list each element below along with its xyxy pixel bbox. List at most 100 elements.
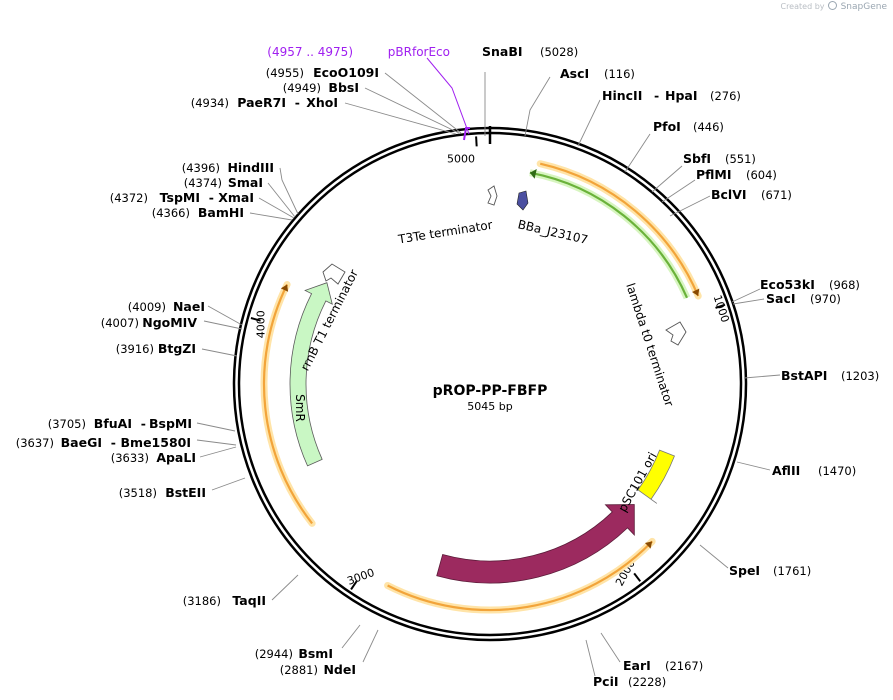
site-label-SacI[interactable]: SacI — [766, 291, 796, 306]
site-label-BspMI[interactable]: BspMI — [149, 416, 192, 431]
site-label-BaeGI[interactable]: BaeGI — [61, 435, 102, 450]
leader-EcoO109I — [384, 72, 462, 134]
leader-EarI — [600, 632, 621, 663]
site-label-Eco53kI[interactable]: Eco53kI — [760, 277, 815, 292]
site-pos-BamHI: (4366) — [152, 206, 190, 220]
site-label-NdeI[interactable]: NdeI — [323, 662, 356, 677]
leader-BtgZI — [201, 348, 238, 357]
site-pos-SbfI: (551) — [725, 152, 756, 166]
site-pos-BclVI: (671) — [761, 188, 792, 202]
site-label-PfoI[interactable]: PfoI — [653, 119, 681, 134]
site-pos-PfoI: (446) — [693, 120, 724, 134]
feature-label-SmR[interactable]: SmR — [293, 394, 307, 422]
primer-binding-mark — [463, 127, 470, 141]
tick-mark-3000 — [350, 580, 358, 590]
site-label-NgoMIV[interactable]: NgoMIV — [142, 315, 197, 330]
feature-BBa_J23107[interactable] — [516, 190, 529, 211]
site-label-HincII[interactable]: HincII — [602, 88, 642, 103]
site-label-SpeI[interactable]: SpeI — [729, 563, 760, 578]
site-pos-NdeI: (2881) — [280, 663, 318, 677]
site-label-Bme1580I[interactable]: Bme1580I — [121, 435, 191, 450]
site-pos-NgoMIV: (4007) — [101, 316, 139, 330]
site-label-BclVI[interactable]: BclVI — [711, 187, 747, 202]
orf-arrow[interactable] — [539, 162, 700, 297]
orf-arrows — [260, 160, 702, 614]
site-pos-SnaBI: (5028) — [540, 45, 578, 59]
site-label-XmaI[interactable]: XmaI — [218, 190, 254, 205]
tick-label-1000: 1000 — [711, 293, 732, 324]
site-label-PflMI[interactable]: PflMI — [696, 167, 732, 182]
primer-label[interactable]: pBRforEco — [388, 45, 450, 59]
leader-PaeR7I — [344, 102, 457, 135]
site-label-HindIII[interactable]: HindIII — [227, 160, 274, 175]
site-label-EcoO109I[interactable]: EcoO109I — [313, 65, 379, 80]
leader-BclVI — [669, 195, 711, 217]
site-pos-ApaLI: (3633) — [111, 451, 149, 465]
feature-rrnB-T1-terminator[interactable] — [322, 263, 346, 285]
site-pos-BstAPI: (1203) — [841, 369, 879, 383]
site-leader-lines — [196, 57, 781, 677]
leader-ApaLI — [199, 446, 237, 458]
created-by-text: Created by — [780, 2, 825, 11]
site-label-SmaI[interactable]: SmaI — [228, 175, 263, 190]
site-pos-HincII: (276) — [710, 89, 741, 103]
site-label-PciI[interactable]: PciI — [593, 674, 619, 689]
leader-SbfI — [651, 165, 683, 193]
site-sep-BaeGI: - — [111, 435, 116, 450]
site-label-XhoI[interactable]: XhoI — [306, 95, 338, 110]
feature-label-BBa_J23107[interactable]: BBa_J23107 — [516, 217, 589, 247]
site-label-TaqII[interactable]: TaqII — [232, 593, 266, 608]
plasmid-name: pROP-PP-FBFP — [433, 383, 548, 399]
site-label-SnaBI[interactable]: SnaBI — [482, 44, 523, 59]
site-label-TspMI[interactable]: TspMI — [160, 190, 200, 205]
site-labels: SnaBI (5028) AscI (116) HincII - HpaI (2… — [482, 44, 879, 689]
site-pos-SmaI: (4374) — [184, 176, 222, 190]
orf-arrow[interactable] — [387, 540, 653, 612]
orf-arrow[interactable] — [262, 284, 313, 525]
green-orf-arrowhead — [529, 169, 537, 179]
feature-T3Te-terminator[interactable] — [487, 185, 498, 206]
site-label-AflII[interactable]: AflII — [772, 463, 800, 478]
site-label-ApaLI[interactable]: ApaLI — [156, 450, 196, 465]
plasmid-length: 5045 bp — [467, 400, 512, 413]
feature-SmR[interactable] — [289, 282, 333, 467]
site-pos-TspMI: (4372) — [110, 191, 148, 205]
site-label-BsmI[interactable]: BsmI — [298, 646, 333, 661]
feature-lambda-t0-terminator[interactable] — [665, 321, 687, 346]
orf-arrowhead — [692, 288, 700, 296]
green-orf-arrow[interactable] — [529, 171, 689, 299]
leader-PfoI — [624, 133, 651, 173]
site-label-EarI[interactable]: EarI — [623, 658, 651, 673]
site-pos-BfuAI: (3705) — [48, 417, 86, 431]
site-label-NaeI[interactable]: NaeI — [173, 299, 205, 314]
site-label-BstAPI[interactable]: BstAPI — [781, 368, 827, 383]
site-pos-BbsI: (4949) — [283, 81, 321, 95]
site-label-SbfI[interactable]: SbfI — [683, 151, 711, 166]
site-label-PaeR7I[interactable]: PaeR7I — [237, 95, 286, 110]
site-label-BamHI[interactable]: BamHI — [198, 205, 244, 220]
feature-arrows — [289, 185, 687, 584]
leader-HincII — [577, 99, 601, 147]
feature-label-T3Te[interactable]: T3Te terminator — [396, 218, 493, 247]
site-pos-TaqII: (3186) — [183, 594, 221, 608]
leader-BaeGI — [196, 439, 237, 446]
feature-label-lambda-t0[interactable]: lambda t0 terminator — [623, 281, 676, 408]
site-label-AscI[interactable]: AscI — [560, 66, 589, 81]
feature-pSC101-ori[interactable] — [631, 449, 675, 504]
leader-NdeI — [362, 629, 379, 663]
site-label-BtgZI[interactable]: BtgZI — [158, 341, 196, 356]
branding: Created by SnapGene — [780, 1, 887, 12]
feature-Rep101[interactable] — [436, 504, 635, 584]
site-label-BstEII[interactable]: BstEII — [165, 485, 206, 500]
leader-TspMI — [258, 197, 295, 219]
site-label-BfuAI[interactable]: BfuAI — [94, 416, 132, 431]
leader-BstAPI — [743, 374, 781, 379]
site-pos-SpeI: (1761) — [773, 564, 811, 578]
leader-NgoMIV — [203, 320, 243, 330]
site-label-BbsI[interactable]: BbsI — [328, 80, 359, 95]
site-label-HpaI[interactable]: HpaI — [665, 88, 698, 103]
snapgene-logo-icon — [828, 1, 838, 10]
site-labels-left: NdeI (2881) BsmI (2944) TaqII (3186) Bst… — [16, 45, 450, 677]
leader-SacI — [732, 298, 765, 305]
